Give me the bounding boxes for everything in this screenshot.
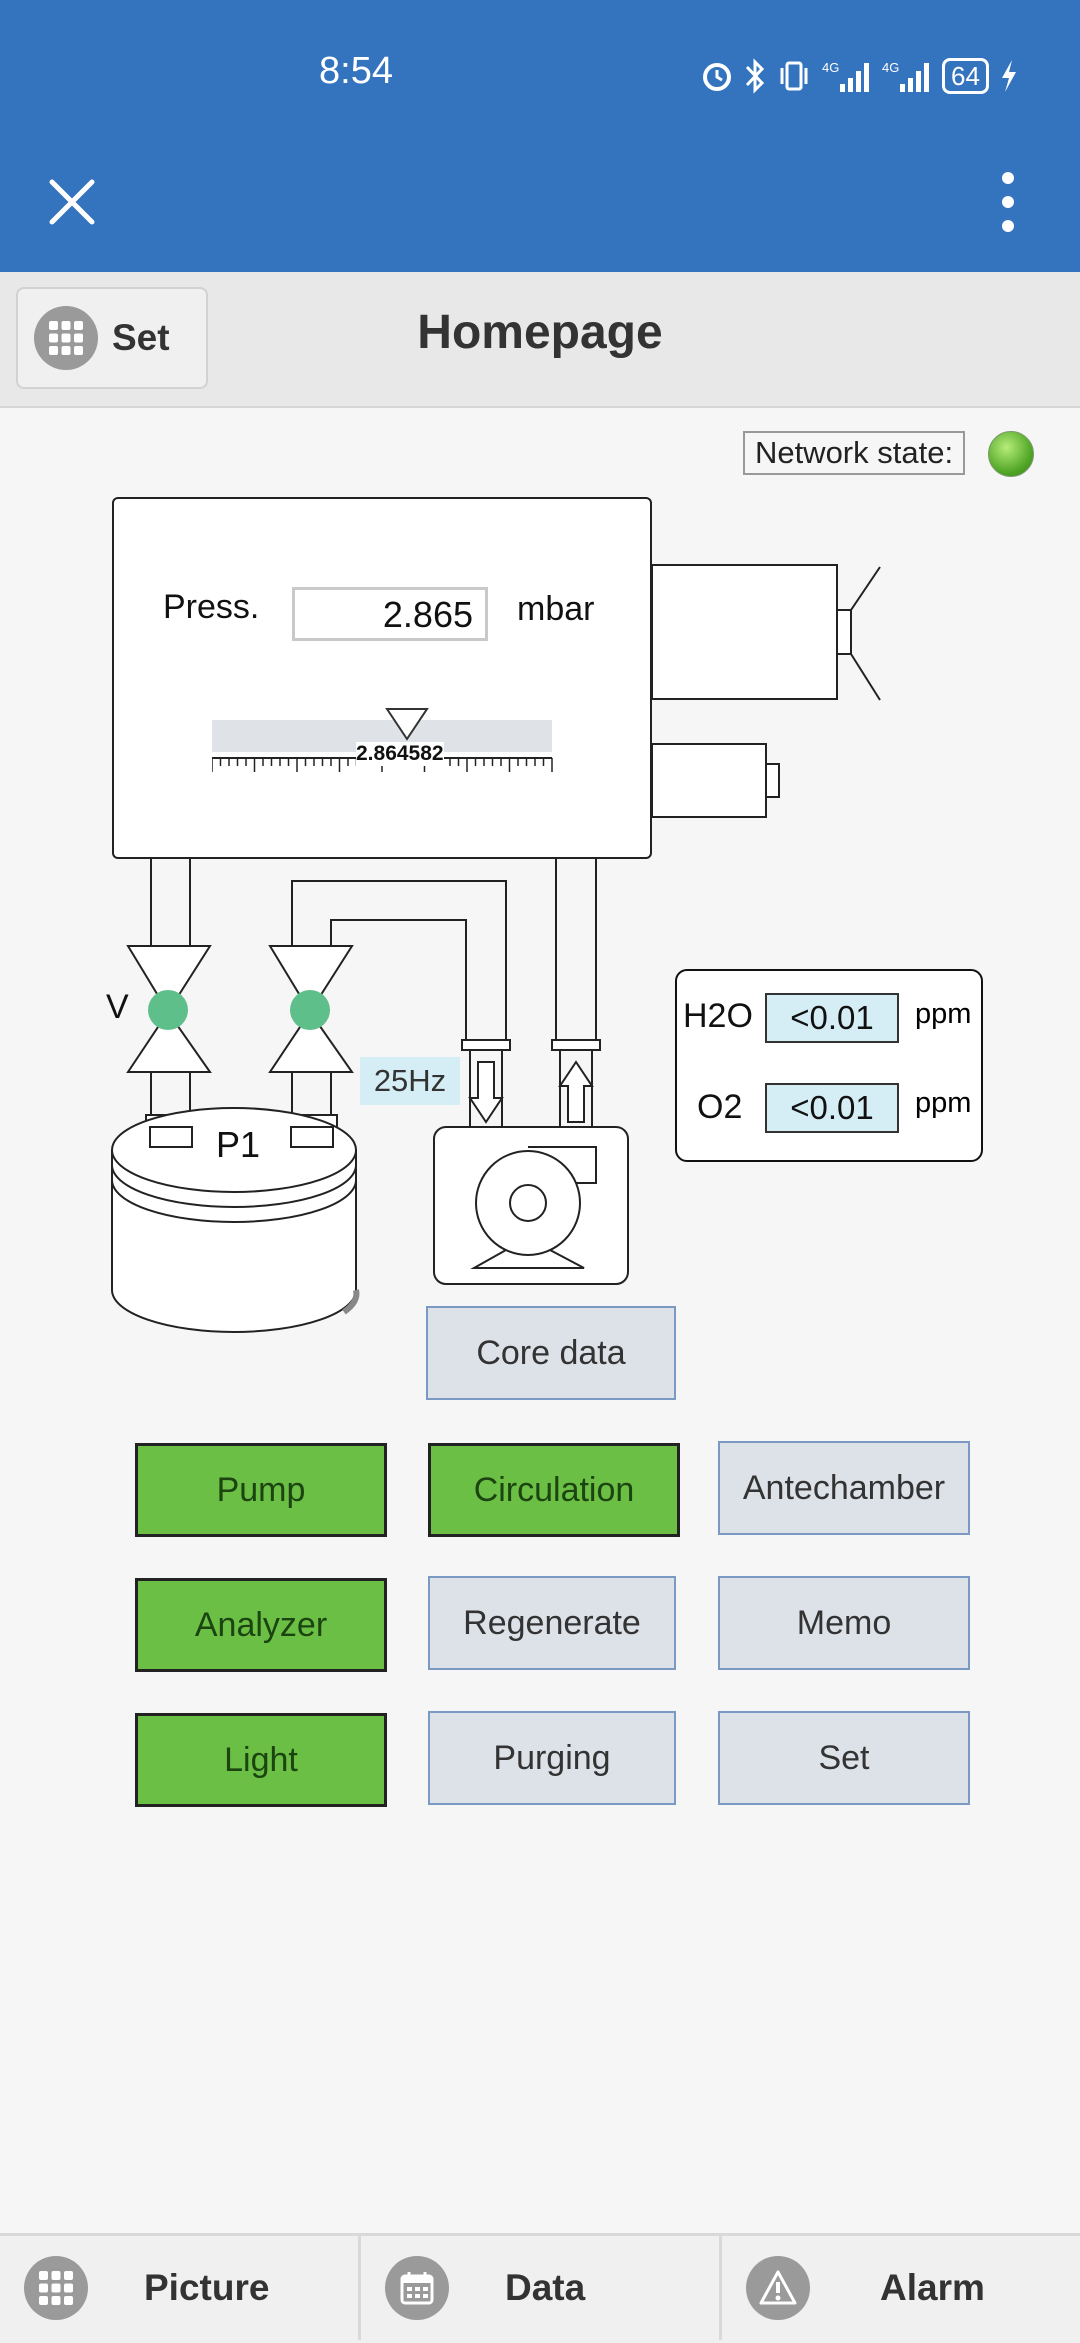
more-vertical-icon[interactable] (996, 170, 1020, 234)
pressure-label: Press. (163, 588, 260, 626)
svg-text:4G: 4G (822, 60, 839, 75)
antechamber-button[interactable]: Antechamber (718, 1441, 970, 1535)
nav-data[interactable]: Data (361, 2236, 719, 2340)
pump-button[interactable]: Pump (135, 1443, 387, 1537)
charging-icon (1001, 60, 1016, 92)
set-button-label: Set (112, 317, 170, 358)
signal-4g-icon: 4G (822, 60, 869, 92)
set-button[interactable]: Set (16, 287, 208, 389)
warning-icon (746, 2256, 810, 2320)
regenerate-button[interactable]: Regenerate (428, 1576, 676, 1670)
process-diagram (111, 564, 881, 1333)
nav-picture[interactable]: Picture (0, 2236, 358, 2340)
h2o-unit: ppm (915, 998, 972, 1030)
o2-unit: ppm (915, 1087, 972, 1119)
close-icon[interactable] (46, 176, 98, 228)
page-title: Homepage (417, 306, 663, 359)
vibrate-icon (780, 61, 808, 91)
h2o-label: H2O (683, 997, 753, 1035)
svg-text:4G: 4G (882, 60, 899, 75)
pressure-scale-value: 2.864582 (356, 742, 444, 766)
valve-2-indicator[interactable] (290, 990, 330, 1030)
nav-alarm[interactable]: Alarm (722, 2236, 1080, 2340)
bluetooth-icon (745, 58, 765, 94)
network-status-led (988, 431, 1034, 477)
purging-button[interactable]: Purging (428, 1711, 676, 1805)
valve-label: V (106, 988, 129, 1026)
status-bar (0, 0, 1080, 156)
circulation-button[interactable]: Circulation (428, 1443, 680, 1537)
memo-button[interactable]: Memo (718, 1576, 970, 1670)
light-button[interactable]: Light (135, 1713, 387, 1807)
valve-1-indicator[interactable] (148, 990, 188, 1030)
alarm-icon (703, 63, 731, 91)
o2-value: <0.01 (765, 1083, 899, 1133)
o2-label: O2 (697, 1088, 743, 1126)
network-state-label: Network state: (743, 431, 965, 475)
nav-alarm-label: Alarm (880, 2267, 985, 2308)
grid-icon (24, 2256, 88, 2320)
pump-frequency: 25Hz (360, 1057, 460, 1105)
h2o-value: <0.01 (765, 993, 899, 1043)
nav-divider (358, 2236, 361, 2340)
calendar-icon (385, 2256, 449, 2320)
nav-picture-label: Picture (144, 2267, 270, 2308)
nav-divider (719, 2236, 722, 2340)
grid-icon (34, 306, 98, 370)
nav-data-label: Data (505, 2267, 586, 2308)
core-data-button[interactable]: Core data (426, 1306, 676, 1400)
signal-4g-2-icon: 4G (882, 60, 929, 92)
pressure-unit: mbar (517, 590, 595, 628)
set-function-button[interactable]: Set (718, 1711, 970, 1805)
tank-label: P1 (216, 1124, 261, 1165)
pressure-panel (112, 497, 652, 859)
bottom-nav (0, 2233, 1080, 2343)
analyzer-button[interactable]: Analyzer (135, 1578, 387, 1672)
status-icons: 4G 4G 64 (700, 56, 1019, 96)
app-bar (0, 156, 1080, 272)
status-time: 8:54 (319, 50, 393, 92)
battery-indicator: 64 (942, 58, 989, 94)
pressure-value: 2.865 (292, 587, 488, 641)
